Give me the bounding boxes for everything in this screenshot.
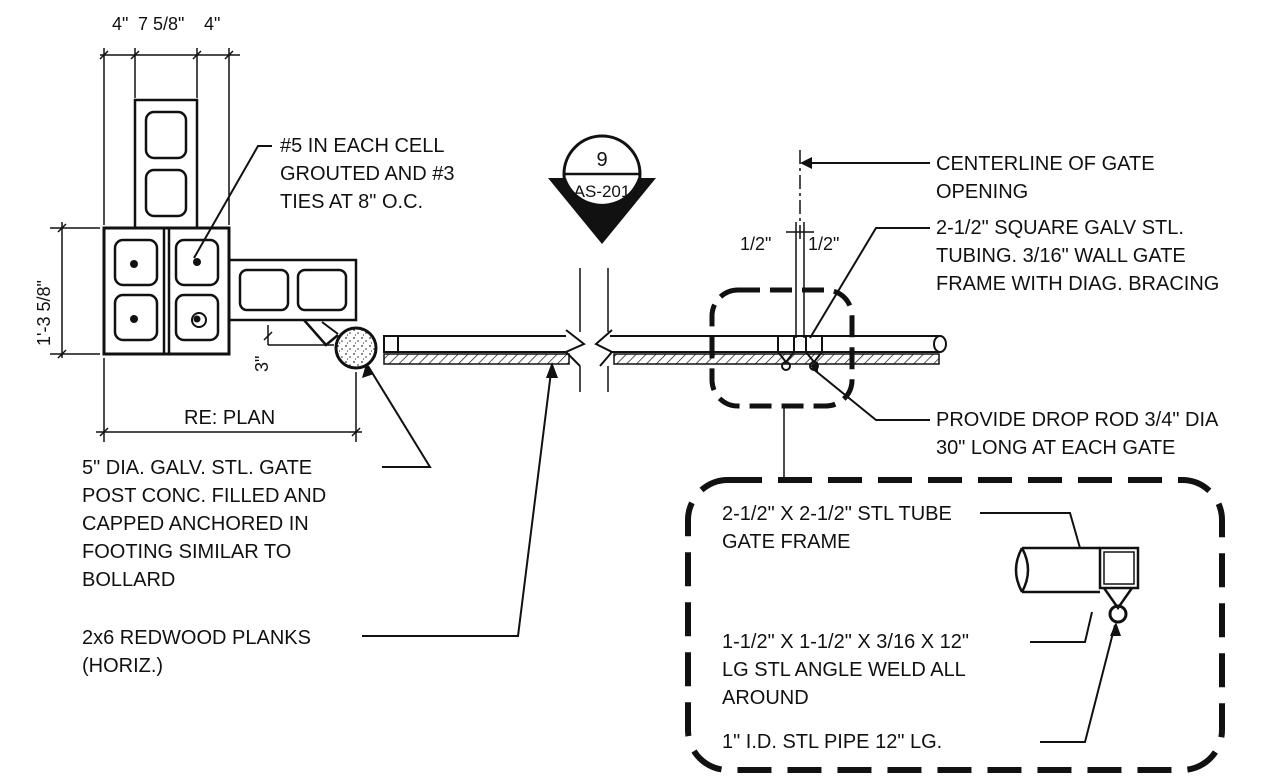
svg-text:CENTERLINE OF GATE: CENTERLINE OF GATE bbox=[936, 153, 1155, 175]
svg-text:AROUND: AROUND bbox=[722, 687, 809, 709]
dim-top-4-right: 4" bbox=[204, 14, 220, 34]
section-sheet: AS-201 bbox=[574, 182, 631, 201]
svg-text:CAPPED ANCHORED IN: CAPPED ANCHORED IN bbox=[82, 513, 309, 535]
plank-run-left bbox=[383, 329, 586, 367]
dimension-lines bbox=[50, 48, 362, 442]
note-gate-post: 5" DIA. GALV. STL. GATE POST CONC. FILLE… bbox=[82, 457, 326, 591]
svg-text:1" I.D. STL PIPE 12" LG.: 1" I.D. STL PIPE 12" LG. bbox=[722, 731, 942, 753]
note-steel-angle: 1-1/2" X 1-1/2" X 3/16 X 12" LG STL ANGL… bbox=[722, 631, 969, 709]
leader-lines bbox=[193, 145, 1116, 743]
enlarged-detail-border bbox=[685, 477, 1225, 773]
dim-side-height: 1'-3 5/8" bbox=[34, 280, 54, 346]
note-tube-frame: 2-1/2" X 2-1/2" STL TUBE GATE FRAME bbox=[722, 503, 952, 553]
svg-text:1-1/2" X 1-1/2" X 3/16 X 12": 1-1/2" X 1-1/2" X 3/16 X 12" bbox=[722, 631, 969, 653]
section-marker bbox=[548, 134, 656, 244]
note-tubing: 2-1/2" SQUARE GALV STL. TUBING. 3/16" WA… bbox=[936, 217, 1219, 295]
break-lines bbox=[579, 268, 609, 392]
dim-top-7-5-8: 7 5/8" bbox=[138, 14, 184, 34]
svg-text:2-1/2" X 2-1/2" STL TUBE: 2-1/2" X 2-1/2" STL TUBE bbox=[722, 503, 952, 525]
svg-text:#5 IN EACH CELL: #5 IN EACH CELL bbox=[280, 135, 445, 157]
enlarged-tube-detail bbox=[1014, 546, 1140, 624]
gate-post bbox=[334, 326, 378, 370]
svg-text:FOOTING SIMILAR TO: FOOTING SIMILAR TO bbox=[82, 541, 291, 563]
svg-text:2x6 REDWOOD PLANKS: 2x6 REDWOOD PLANKS bbox=[82, 627, 311, 649]
svg-text:GROUTED AND #3: GROUTED AND #3 bbox=[280, 163, 454, 185]
svg-text:LG STL ANGLE WELD ALL: LG STL ANGLE WELD ALL bbox=[722, 659, 966, 681]
detail-callout-circle bbox=[709, 287, 855, 409]
leader-arrow-post bbox=[362, 364, 374, 378]
leader-arrow-plank bbox=[546, 362, 558, 378]
section-number: 9 bbox=[596, 149, 607, 171]
svg-text:TUBING. 3/16" WALL GATE: TUBING. 3/16" WALL GATE bbox=[936, 245, 1186, 267]
dim-gap: 3" bbox=[252, 356, 272, 372]
svg-text:BOLLARD: BOLLARD bbox=[82, 569, 175, 591]
dim-half-right: 1/2" bbox=[808, 234, 839, 254]
note-centerline: CENTERLINE OF GATE OPENING bbox=[936, 153, 1155, 203]
dim-half-left: 1/2" bbox=[740, 234, 771, 254]
leader-arrow-pipe bbox=[1110, 622, 1121, 636]
svg-text:2-1/2" SQUARE GALV STL.: 2-1/2" SQUARE GALV STL. bbox=[936, 217, 1184, 239]
cmu-wall-plan bbox=[102, 98, 358, 356]
centerline-gate bbox=[786, 150, 814, 338]
plank-run-right bbox=[594, 329, 947, 367]
leader-arrow-drop-rod bbox=[810, 362, 818, 372]
svg-text:(HORIZ.): (HORIZ.) bbox=[82, 655, 163, 677]
note-rebar: #5 IN EACH CELL GROUTED AND #3 TIES AT 8… bbox=[280, 135, 454, 213]
svg-text:POST CONC. FILLED AND: POST CONC. FILLED AND bbox=[82, 485, 326, 507]
svg-text:OPENING: OPENING bbox=[936, 181, 1028, 203]
svg-text:5" DIA. GALV. STL. GATE: 5" DIA. GALV. STL. GATE bbox=[82, 457, 312, 479]
svg-text:30" LONG AT EACH GATE: 30" LONG AT EACH GATE bbox=[936, 437, 1175, 459]
note-drop-rod: PROVIDE DROP ROD 3/4" DIA 30" LONG AT EA… bbox=[936, 409, 1219, 459]
centerline-arrow bbox=[800, 157, 812, 169]
svg-text:PROVIDE DROP ROD 3/4" DIA: PROVIDE DROP ROD 3/4" DIA bbox=[936, 409, 1219, 431]
note-planks: 2x6 REDWOOD PLANKS (HORIZ.) bbox=[82, 627, 311, 677]
svg-text:FRAME WITH DIAG. BRACING: FRAME WITH DIAG. BRACING bbox=[936, 273, 1219, 295]
note-steel-pipe: 1" I.D. STL PIPE 12" LG. bbox=[722, 731, 942, 753]
gate-frames bbox=[777, 335, 823, 371]
svg-text:TIES AT 8" O.C.: TIES AT 8" O.C. bbox=[280, 191, 423, 213]
svg-text:GATE FRAME: GATE FRAME bbox=[722, 531, 851, 553]
dim-plan-label: RE: PLAN bbox=[184, 407, 275, 429]
dim-top-4-left: 4" bbox=[112, 14, 128, 34]
